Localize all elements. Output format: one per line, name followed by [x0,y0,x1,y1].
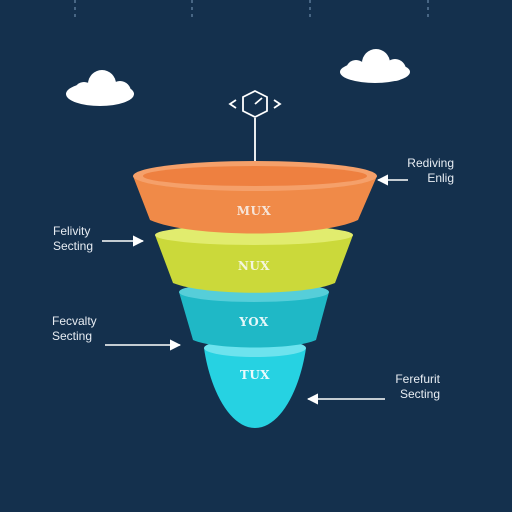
annotation-top-right: Rediving Enlig [372,156,454,186]
annotation-top-right-line2: Enlig [427,171,454,185]
layer-label-nux: NUX [238,259,270,273]
annotation-left-lower-line2: Secting [52,329,93,343]
annotation-right-lower-line2: Secting [399,387,440,401]
cloud-right-icon [340,49,410,83]
cloud-left-icon [66,70,134,106]
layer-label-mux: MUX [237,204,272,218]
annotation-right-lower: Ferefurit Secting [356,372,440,402]
funnel-layer-mux: MUX [133,161,377,234]
annotation-arrows [102,174,408,405]
annotation-top-right-line1: Rediving [407,156,454,170]
layer-label-tux: TUX [240,368,270,382]
funnel-layer-tux: TUX [204,339,306,428]
annotation-left-upper: Felivity Secting [53,224,133,254]
hexagon-gauge-icon [228,89,282,119]
top-dashed-guides [74,0,429,18]
annotation-left-upper-line2: Secting [53,239,94,253]
layer-label-yox: YOX [238,315,269,329]
annotation-right-lower-line1: Ferefurit [395,372,440,386]
annotation-left-upper-line1: Felivity [53,224,91,238]
annotation-left-lower: Fecvalty Secting [52,314,132,344]
annotation-left-lower-line1: Fecvalty [52,314,97,328]
funnel-layer-nux: NUX [155,225,353,293]
